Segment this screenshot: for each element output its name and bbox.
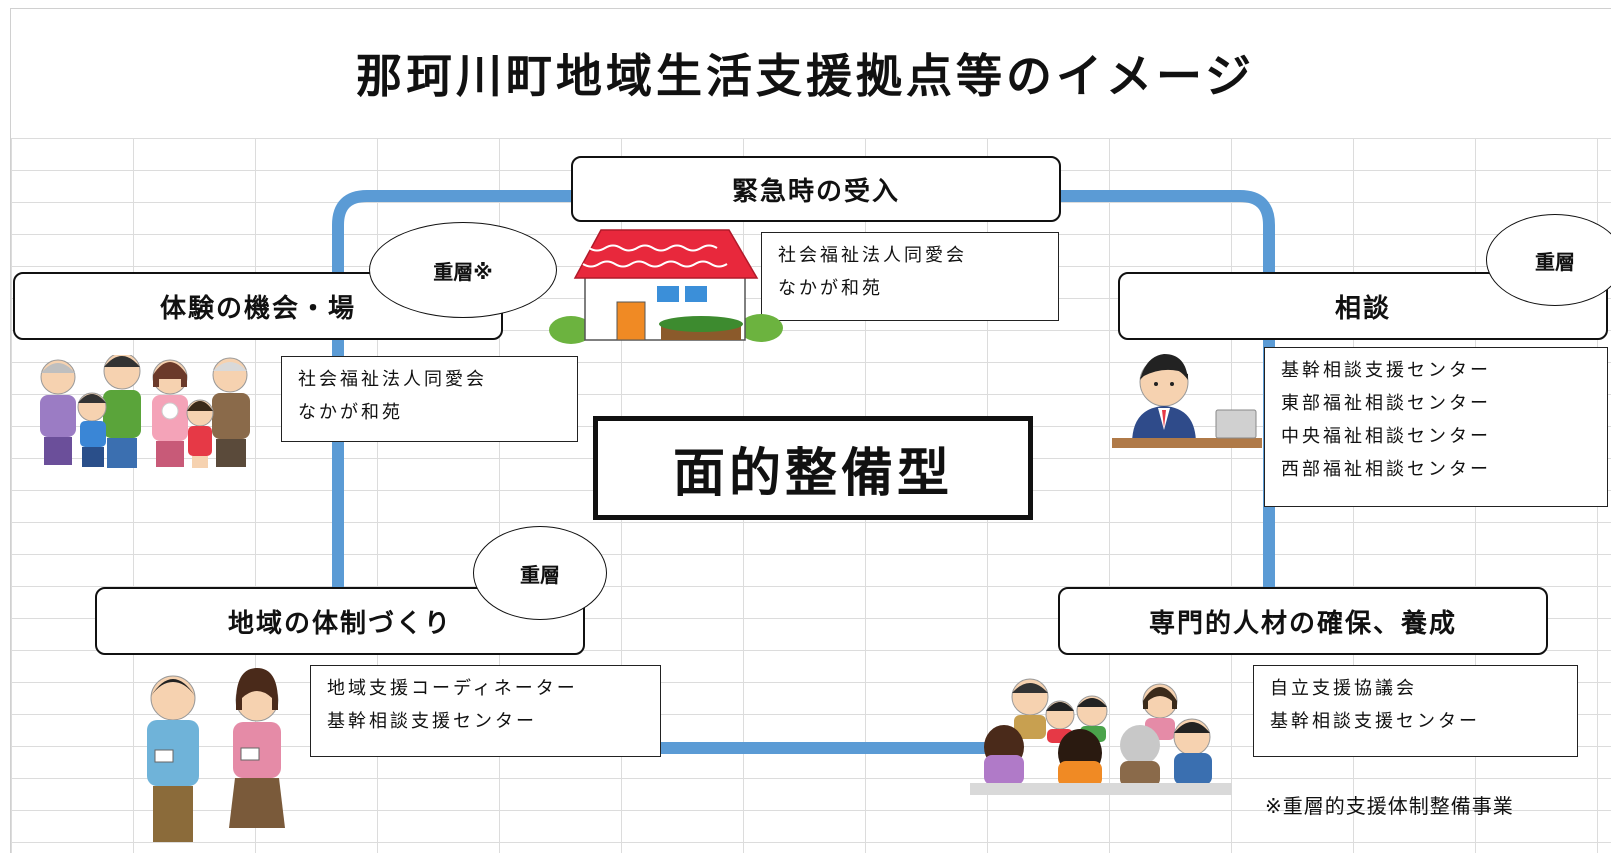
emergency-info-box: 社会福祉法人同愛会 なかが和苑 <box>761 232 1059 321</box>
consultation-info-line: 中央福祉相談センター <box>1281 426 1491 447</box>
female-staff-figure <box>229 668 285 828</box>
consultation-info-box: 基幹相談支援センター 東部福祉相談センター 中央福祉相談センター 西部福祉相談セ… <box>1264 347 1608 507</box>
consultation-info-line: 西部福祉相談センター <box>1281 459 1491 480</box>
experience-info-box: 社会福祉法人同愛会 なかが和苑 <box>281 356 578 442</box>
grandma-figure <box>40 359 76 465</box>
consultation-label: 相談 <box>1118 272 1608 340</box>
specialists-info-line: 基幹相談支援センター <box>1270 711 1480 732</box>
specialists-info-line: 自立支援協議会 <box>1270 678 1417 699</box>
consultant-illustration <box>1112 354 1262 448</box>
emergency-info-line: 社会福祉法人同愛会 <box>778 245 967 266</box>
male-staff-figure <box>147 675 199 842</box>
girl-figure <box>186 399 214 468</box>
grandpa-figure <box>212 357 250 467</box>
consultation-info-line: 東部福祉相談センター <box>1281 393 1491 414</box>
community-info-line: 基幹相談支援センター <box>327 711 537 732</box>
footnote: ※重層的支援体制整備事業 <box>1265 794 1514 818</box>
father-figure <box>103 355 141 468</box>
boy-figure <box>77 392 107 467</box>
center-label: 面的整備型 <box>593 416 1033 520</box>
experience-info-line: なかが和苑 <box>298 402 403 423</box>
experience-info-line: 社会福祉法人同愛会 <box>298 369 487 390</box>
emergency-label: 緊急時の受入 <box>571 156 1061 222</box>
title-frame <box>10 8 1611 140</box>
house-illustration <box>549 229 783 344</box>
page-title: 那珂川町地域生活支援拠点等のイメージ <box>355 49 1256 103</box>
staff-illustration <box>147 668 285 842</box>
experience-badge: 重層※ <box>369 222 557 318</box>
specialists-info-box: 自立支援協議会 基幹相談支援センター <box>1253 665 1578 757</box>
community-info-box: 地域支援コーディネーター 基幹相談支援センター <box>310 665 661 757</box>
consultation-info-line: 基幹相談支援センター <box>1281 360 1491 381</box>
meeting-illustration <box>970 678 1232 795</box>
community-info-line: 地域支援コーディネーター <box>327 678 578 699</box>
community-badge: 重層 <box>473 526 607 620</box>
specialists-label: 専門的人材の確保、養成 <box>1058 587 1548 655</box>
consultation-badge: 重層 <box>1486 214 1611 306</box>
mother-figure <box>152 359 188 467</box>
family-illustration <box>40 355 250 468</box>
emergency-info-line: なかが和苑 <box>778 278 883 299</box>
